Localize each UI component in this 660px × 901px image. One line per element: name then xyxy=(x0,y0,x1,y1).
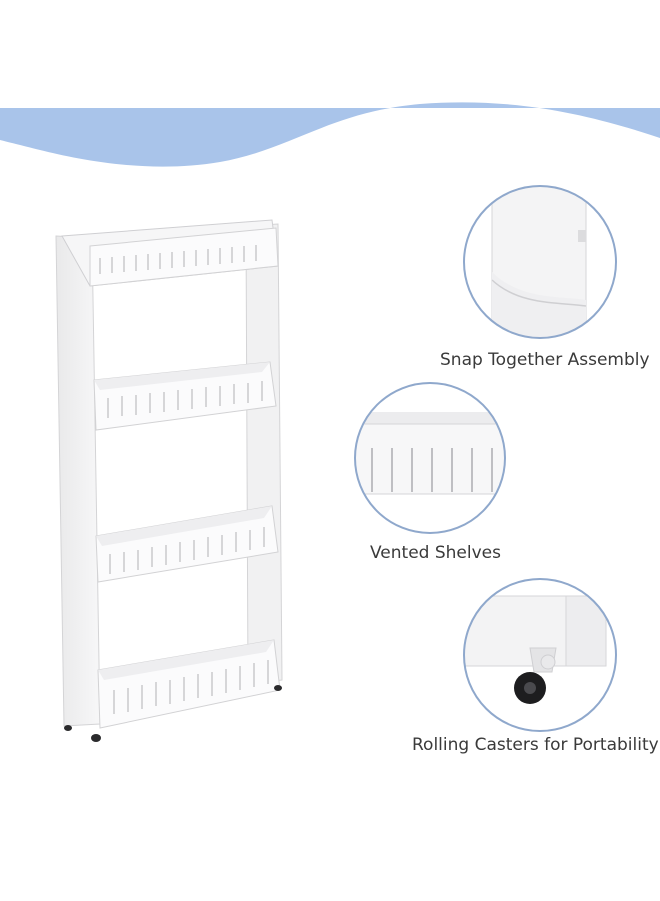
storage-cart xyxy=(55,219,283,742)
cart-shelf xyxy=(61,219,279,287)
snap-joint-closeup-icon xyxy=(463,185,617,339)
wave-banner xyxy=(0,102,660,167)
cart-shelf xyxy=(95,505,279,583)
feature-label-vented: Vented Shelves xyxy=(370,543,501,563)
feature-label-casters: Rolling Casters for Portability xyxy=(412,735,659,755)
cart-right-upright xyxy=(245,223,283,685)
cart-left-upright xyxy=(55,235,101,727)
cart-shelf xyxy=(97,639,281,729)
vented-shelf-closeup-icon xyxy=(354,382,506,534)
cart-shelf xyxy=(93,361,277,431)
feature-label-snap: Snap Together Assembly xyxy=(440,350,650,370)
caster-wheel-closeup-icon xyxy=(463,578,617,732)
cart-wheels xyxy=(64,685,282,742)
